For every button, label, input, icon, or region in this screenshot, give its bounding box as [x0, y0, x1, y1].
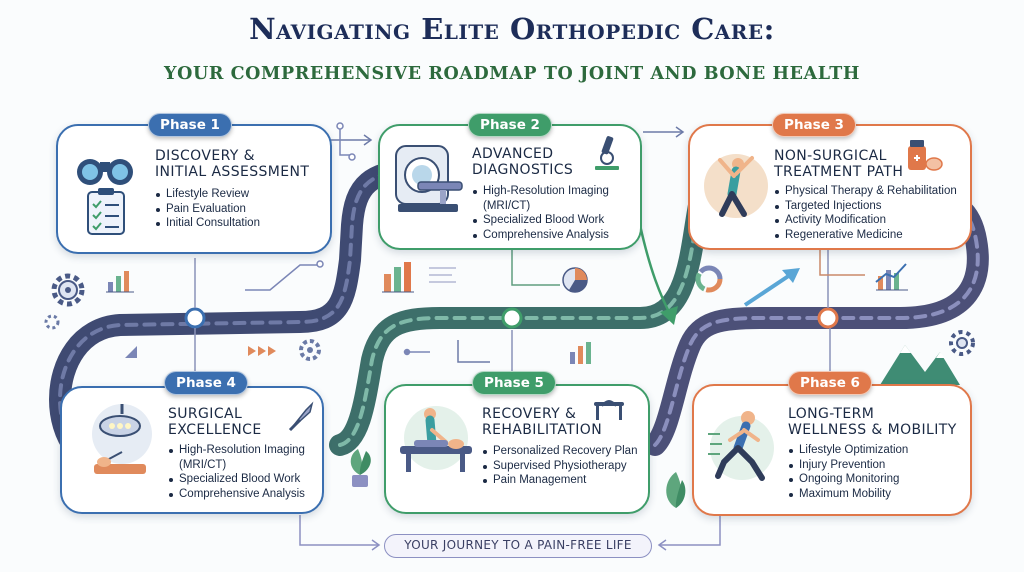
- running-person-icon: [708, 411, 774, 481]
- plant-icon: [350, 449, 371, 487]
- donut-chart-icon: [695, 265, 723, 293]
- phase-2-bullets: High-Resolution Imaging (MRI/CT) Special…: [472, 184, 609, 242]
- list-item: Pain Evaluation: [155, 202, 260, 217]
- phase-6-bullets: Lifestyle Optimization Injury Prevention…: [788, 443, 908, 501]
- binoculars-clipboard-icon: [77, 159, 133, 235]
- gear-icon: [949, 330, 975, 356]
- triangle-icon: [125, 346, 137, 358]
- arrows-icon: [248, 346, 276, 356]
- page-subtitle: YOUR COMPREHENSIVE ROADMAP TO JOINT AND …: [164, 64, 860, 84]
- phase-1-bullets: Lifestyle Review Pain Evaluation Initial…: [155, 187, 260, 231]
- mri-scanner-icon: [395, 145, 463, 212]
- bar-chart-icon: [382, 262, 456, 293]
- pie-chart-icon: [562, 267, 588, 293]
- list-item: High-Resolution Imaging: [168, 443, 305, 458]
- list-item: Supervised Physiotherapy: [482, 459, 637, 474]
- list-item: Activity Modification: [774, 213, 957, 228]
- list-item: Personalized Recovery Plan: [482, 444, 637, 459]
- stretching-person-icon: [704, 154, 768, 218]
- microscope-icon: [595, 136, 619, 170]
- phase-3-bullets: Physical Therapy & Rehabilitation Target…: [774, 184, 957, 242]
- list-item: Specialized Blood Work: [168, 472, 305, 487]
- bar-chart-icon: [570, 342, 591, 364]
- phase-5-badge: Phase 5: [472, 371, 556, 395]
- list-item: Specialized Blood Work: [472, 213, 609, 228]
- gear-icon: [299, 339, 321, 361]
- phase-5-title: RECOVERY &REHABILITATION: [482, 406, 603, 438]
- scalpel-icon: [288, 401, 314, 432]
- phase-5-bullets: Personalized Recovery Plan Supervised Ph…: [482, 444, 637, 488]
- list-item: Pain Management: [482, 473, 637, 488]
- list-item: Lifestyle Review: [155, 187, 260, 202]
- list-item: (MRI/CT): [179, 458, 227, 471]
- phase-3-badge: Phase 3: [772, 113, 856, 137]
- list-item: Regenerative Medicine: [774, 228, 957, 243]
- gear-icon: [44, 314, 60, 330]
- mountains-icon: [880, 345, 960, 385]
- growth-arrow: [743, 268, 800, 307]
- surgical-light-icon: [92, 404, 152, 474]
- list-item: Injury Prevention: [788, 458, 908, 473]
- phase-1-title: DISCOVERY &INITIAL ASSESSMENT: [155, 148, 310, 180]
- list-item: Physical Therapy & Rehabilitation: [774, 184, 957, 199]
- list-item: (MRI/CT): [483, 199, 531, 212]
- plant-icon: [666, 472, 686, 508]
- connector-lines: [194, 126, 865, 551]
- phase-2-badge: Phase 2: [468, 113, 552, 137]
- line-icon: [245, 122, 430, 356]
- phase-1-badge: Phase 1: [148, 113, 232, 137]
- gear-icon: [51, 273, 85, 307]
- list-item: Maximum Mobility: [788, 487, 908, 502]
- phase-6-badge: Phase 6: [788, 371, 872, 395]
- journey-banner: YOUR JOURNEY TO A PAIN-FREE LIFE: [384, 534, 652, 558]
- list-item: Comprehensive Analysis: [472, 228, 609, 243]
- list-item: Initial Consultation: [155, 216, 260, 231]
- medicine-bottle-icon: [908, 140, 943, 171]
- phase-4-badge: Phase 4: [164, 371, 248, 395]
- page-title: Navigating Elite Orthopedic Care:: [249, 12, 775, 46]
- green-arrow: [638, 224, 678, 325]
- bar-chart-icon: [875, 263, 908, 291]
- physiotherapy-table-icon: [400, 406, 472, 472]
- parallel-bars-icon: [594, 400, 624, 420]
- bar-chart-icon: [106, 271, 134, 293]
- phase-4-bullets: High-Resolution Imaging (MRI/CT) Special…: [168, 443, 305, 501]
- list-item: High-Resolution Imaging: [472, 184, 609, 199]
- list-item: Ongoing Monitoring: [788, 472, 908, 487]
- list-item: Comprehensive Analysis: [168, 487, 305, 502]
- list-item: Lifestyle Optimization: [788, 443, 908, 458]
- milestone-dots: [184, 307, 839, 329]
- list-item: Targeted Injections: [774, 199, 957, 214]
